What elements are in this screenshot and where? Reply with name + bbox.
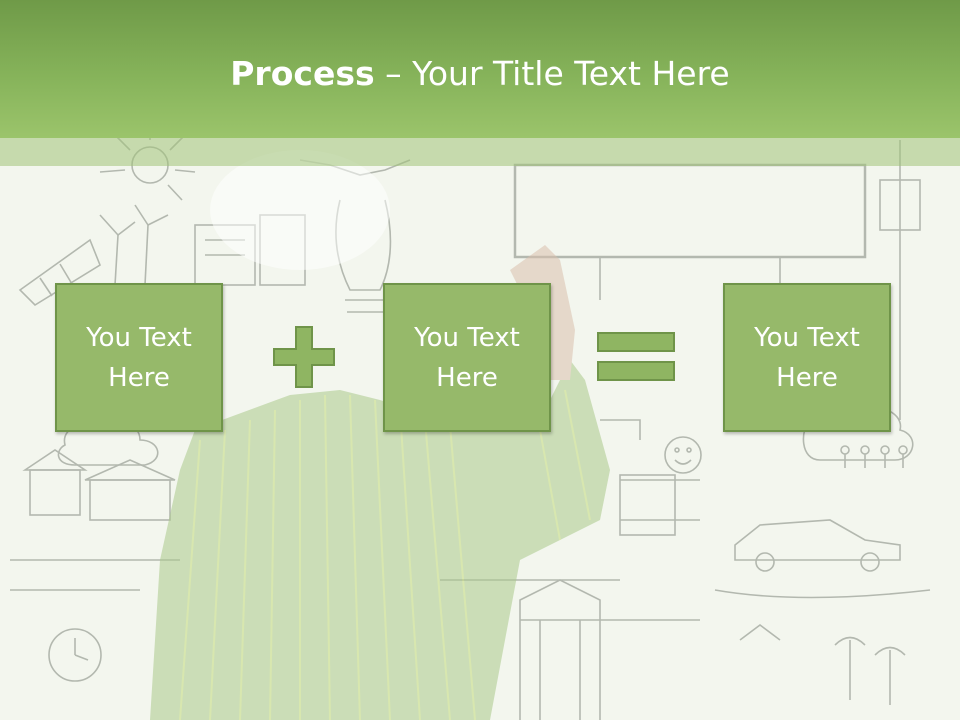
process-box-2-text: You Text Here — [414, 322, 520, 393]
process-box-1[interactable]: You Text Here — [55, 283, 223, 432]
equals-icon — [597, 332, 675, 381]
process-box-2[interactable]: You Text Here — [383, 283, 551, 432]
process-box-3-text: You Text Here — [754, 322, 860, 393]
title-bar — [0, 0, 960, 138]
title-bold-part: Process — [230, 54, 375, 93]
plus-icon — [273, 326, 335, 388]
process-box-1-text: You Text Here — [86, 322, 192, 393]
slide-title: Process – Your Title Text Here — [0, 52, 960, 96]
process-box-3[interactable]: You Text Here — [723, 283, 891, 432]
title-accent-strip — [0, 138, 960, 166]
title-rest-part: – Your Title Text Here — [374, 54, 730, 93]
